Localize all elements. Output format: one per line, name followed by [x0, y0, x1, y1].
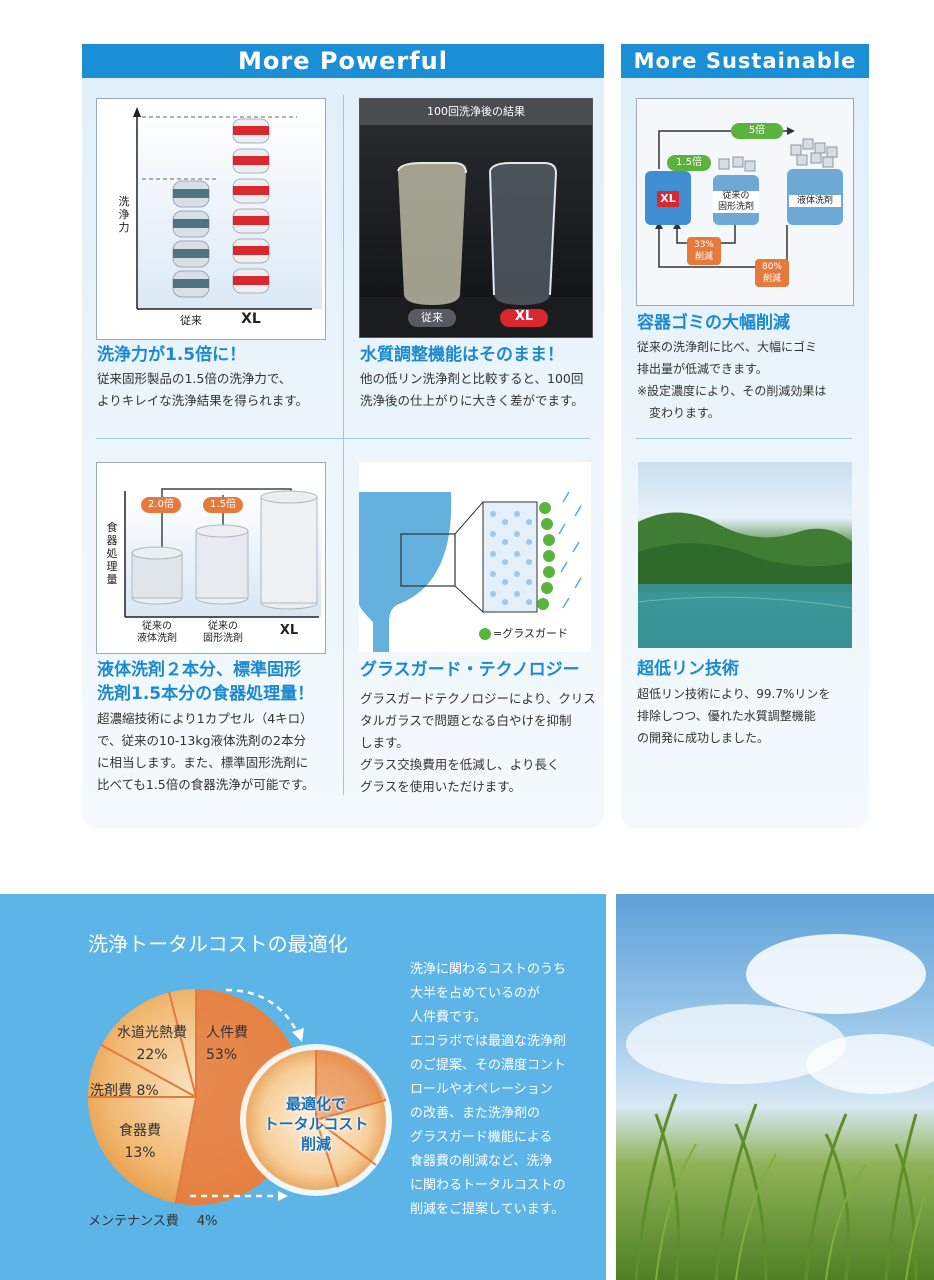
sustainable-divider: [636, 438, 852, 439]
powerful-header: More Powerful: [82, 44, 604, 78]
glassguard-legend: =グラスガード: [493, 627, 568, 640]
water-glass-photo: 100回洗浄後の結果 従来 XL: [359, 98, 593, 338]
pie-label-tableware-pct: 13%: [124, 1145, 156, 1161]
dishes-title: 液体洗剤２本分、標準固形 洗剤1.5本分の食器処理量！: [97, 660, 315, 704]
cost-pie-chart: [88, 988, 392, 1205]
glassguard-body: グラスガードテクノロジーにより、クリス タルガラスで問題となる白やけを抑制 しま…: [360, 691, 596, 794]
cleaning-ylabel: 洗 浄 力: [118, 195, 130, 234]
dishes-badge-2x: 2.0倍: [148, 499, 174, 510]
dishes-ylabel: 食 器 処 理 量: [106, 521, 118, 586]
pie-label-maintenance-name: メンテナンス費: [88, 1214, 179, 1229]
waste-33: 33% 削減: [693, 240, 714, 262]
phosphorus-body: 超低リン技術により、99.7%リンを 排除しつつ、優れた水質調整機能 の開発に成…: [637, 687, 831, 745]
grid-divider-vertical: [343, 95, 344, 795]
glassguard-title: グラスガード・テクノロジー: [360, 660, 580, 680]
pie-label-utilities-name: 水道光熱費: [117, 1025, 187, 1041]
pie-label-detergent-name: 洗剤費: [90, 1083, 132, 1099]
water-caption: 100回洗浄後の結果: [427, 105, 525, 118]
pie-label-tableware: 食器費 13%: [110, 1120, 170, 1164]
pie-label-detergent-pct: 8%: [136, 1083, 159, 1099]
waste-xl: XL: [660, 192, 676, 205]
glassguard-illustration: =グラスガード: [359, 462, 591, 652]
grid-divider-horizontal: [96, 438, 590, 439]
pie-label-labor: 人件費 53%: [206, 1022, 266, 1066]
cleaning-label-xl: XL: [241, 311, 261, 327]
waste-5x: 5倍: [748, 125, 766, 136]
water-label-old: 従来: [421, 311, 443, 324]
waste-1-5x: 1.5倍: [676, 157, 702, 168]
cleaning-label-old: 従来: [180, 314, 202, 327]
pie-label-labor-name: 人件費: [206, 1025, 248, 1041]
pie-divider: [100, 1044, 197, 1098]
waste-liquid: 液体洗剤: [789, 195, 841, 207]
waste-80: 80% 削減: [761, 262, 782, 284]
pie-label-detergent: 洗剤費 8%: [90, 1080, 159, 1100]
cost-title: 洗浄トータルコストの最適化: [88, 932, 348, 956]
pie-divider: [174, 1096, 197, 1204]
pie-label-utilities-pct: 22%: [136, 1047, 168, 1063]
cost-description: 洗浄に関わるコストのうち 大半を占めているのが 人件費です。 エコラボでは最適な…: [410, 962, 567, 1217]
dishes-label-liquid: 従来の 液体洗剤: [137, 621, 177, 644]
pie-label-maintenance-pct: 4%: [196, 1214, 218, 1229]
dishes-badge-1-5x: 1.5倍: [210, 499, 236, 510]
phosphorus-title: 超低リン技術: [637, 659, 739, 679]
dishes-label-solid: 従来の 固形洗剤: [203, 621, 243, 644]
waste-solid: 従来の 固形洗剤: [713, 191, 759, 213]
pie-divider: [168, 992, 197, 1098]
cleaning-chart: 洗 浄 力 従来 XL: [96, 98, 326, 340]
dishes-body: 超濃縮技術により1カプセル（4キロ） で、従来の10-13kg液体洗剤の2本分 …: [97, 711, 315, 792]
grass-photo: [616, 894, 934, 1280]
pie-label-labor-pct: 53%: [206, 1047, 238, 1063]
pie-label-tableware-name: 食器費: [119, 1123, 161, 1139]
waste-diagram: 5倍 1.5倍 XL 従来の 固形洗剤 液体洗剤 33% 削減 80% 削減: [636, 98, 854, 306]
sustainable-header: More Sustainable: [621, 44, 869, 78]
water-title: 水質調整機能はそのまま！: [360, 345, 564, 365]
pie-label-maintenance: メンテナンス費 4%: [88, 1210, 218, 1229]
dishes-label-xl: XL: [279, 623, 299, 638]
waste-title: 容器ゴミの大幅削減: [637, 313, 790, 333]
dishes-chart: 2.0倍 1.5倍 食 器 処 理 量 従来の 液体洗剤 従来の 固形洗剤 XL: [96, 462, 326, 654]
cleaning-body: 従来固形製品の1.5倍の洗浄力で、 よりキレイな洗浄結果を得られます。: [97, 371, 309, 408]
waste-body: 従来の洗浄剤に比べ、大幅にゴミ 排出量が低減できます。 ※設定濃度により、その削…: [637, 340, 827, 420]
water-label-xl: XL: [514, 309, 534, 324]
pie-center-label: 最適化で トータルコスト 削減: [263, 1095, 369, 1153]
pie-label-utilities: 水道光熱費 22%: [112, 1022, 192, 1066]
cleaning-title: 洗浄力が1.5倍に！: [97, 345, 247, 365]
water-body: 他の低リン洗浄剤と比較すると、100回 洗浄後の仕上がりに大きく差がでます。: [360, 371, 584, 408]
lake-photo: [638, 462, 852, 648]
